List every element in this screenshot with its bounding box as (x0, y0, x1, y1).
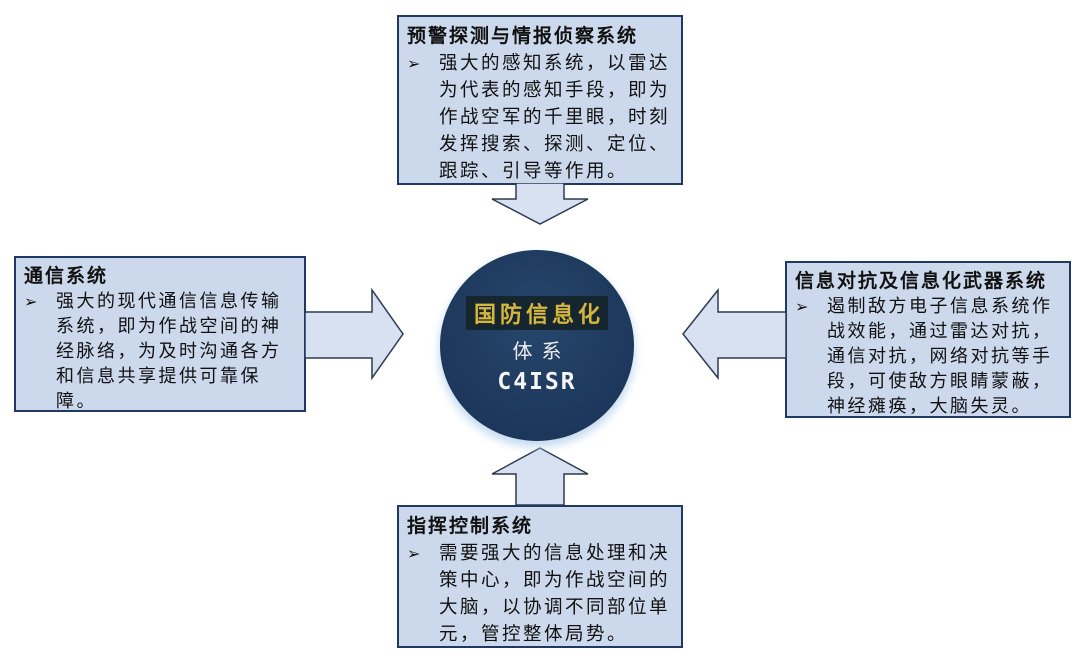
arrow-bullet-icon: ➢ (24, 292, 38, 311)
arrow-bullet-icon: ➢ (795, 297, 809, 316)
text-line: 发挥搜索、探测、定位、 (439, 134, 671, 155)
box-text: 遏制敌方电子信息系统作 战效能，通过雷达对抗， 通信对抗，网络对抗等手 段，可使… (827, 294, 1061, 419)
arrow-bullet-icon: ➢ (407, 54, 421, 73)
text-line: 强大的感知系统，以雷达 (439, 53, 671, 74)
arrow-bullet-icon: ➢ (407, 544, 421, 563)
box-title: 预警探测与情报侦察系统 (407, 25, 639, 47)
box-text: 强大的感知系统，以雷达 为代表的感知手段，即为 作战空军的千里眼，时刻 发挥搜索… (439, 50, 673, 185)
box-info-confrontation-system: 信息对抗及信息化武器系统 ➢ 遏制敌方电子信息系统作 战效能，通过雷达对抗， 通… (785, 261, 1071, 418)
text-line: 障。 (56, 391, 97, 412)
text-line: 元，管控整体局势。 (439, 624, 629, 645)
box-body: ➢ 强大的现代通信信息传输 系统，即为作战空间的神 经脉络，为及时沟通各方 和信… (24, 289, 296, 414)
box-body: ➢ 需要强大的信息处理和决 策中心，即为作战空间的 大脑，以协调不同部位单 元，… (407, 540, 673, 648)
center-acronym: C4ISR (497, 369, 577, 395)
block-arrow-right-icon (305, 288, 404, 380)
text-line: 强大的现代通信信息传输 (56, 291, 282, 312)
text-line: 系统，即为作战空间的神 (56, 316, 282, 337)
center-circle-c4isr: 国防信息化 体系 C4ISR (440, 250, 634, 441)
block-arrow-up-icon (491, 447, 589, 505)
box-early-warning-system: 预警探测与情报侦察系统 ➢ 强大的感知系统，以雷达 为代表的感知手段，即为 作战… (397, 15, 683, 185)
box-communication-system: 通信系统 ➢ 强大的现代通信信息传输 系统，即为作战空间的神 经脉络，为及时沟通… (14, 256, 306, 412)
box-title: 指挥控制系统 (407, 515, 534, 537)
text-line: 通信对抗，网络对抗等手 (827, 346, 1053, 367)
box-title: 信息对抗及信息化武器系统 (795, 270, 1048, 292)
text-line: 需要强大的信息处理和决 (439, 543, 671, 564)
box-command-control-system: 指挥控制系统 ➢ 需要强大的信息处理和决 策中心，即为作战空间的 大脑，以协调不… (397, 505, 683, 648)
box-text: 强大的现代通信信息传输 系统，即为作战空间的神 经脉络，为及时沟通各方 和信息共… (56, 289, 296, 414)
block-arrow-down-icon (491, 183, 589, 225)
box-body: ➢ 强大的感知系统，以雷达 为代表的感知手段，即为 作战空军的千里眼，时刻 发挥… (407, 50, 673, 185)
text-line: 神经瘫痪，大脑失灵。 (827, 396, 1032, 417)
text-line: 战效能，通过雷达对抗， (827, 321, 1053, 342)
center-title-highlight: 国防信息化 (465, 296, 608, 330)
text-line: 为代表的感知手段，即为 (439, 80, 671, 101)
text-line: 段，可使敌方眼睛蒙蔽， (827, 371, 1053, 392)
text-line: 策中心，即为作战空间的 (439, 570, 671, 591)
box-body: ➢ 遏制敌方电子信息系统作 战效能，通过雷达对抗， 通信对抗，网络对抗等手 段，… (795, 294, 1061, 419)
text-line: 大脑，以协调不同部位单 (439, 597, 671, 618)
text-line: 作战空军的千里眼，时刻 (439, 107, 671, 128)
box-title: 通信系统 (24, 265, 109, 287)
text-line: 跟踪、引导等作用。 (439, 161, 629, 182)
box-text: 需要强大的信息处理和决 策中心，即为作战空间的 大脑，以协调不同部位单 元，管控… (439, 540, 673, 648)
text-line: 遏制敌方电子信息系统作 (827, 296, 1053, 317)
text-line: 经脉络，为及时沟通各方 (56, 341, 282, 362)
center-subtitle: 体系 (512, 339, 571, 363)
text-line: 和信息共享提供可靠保 (56, 366, 261, 387)
block-arrow-left-icon (682, 288, 786, 380)
